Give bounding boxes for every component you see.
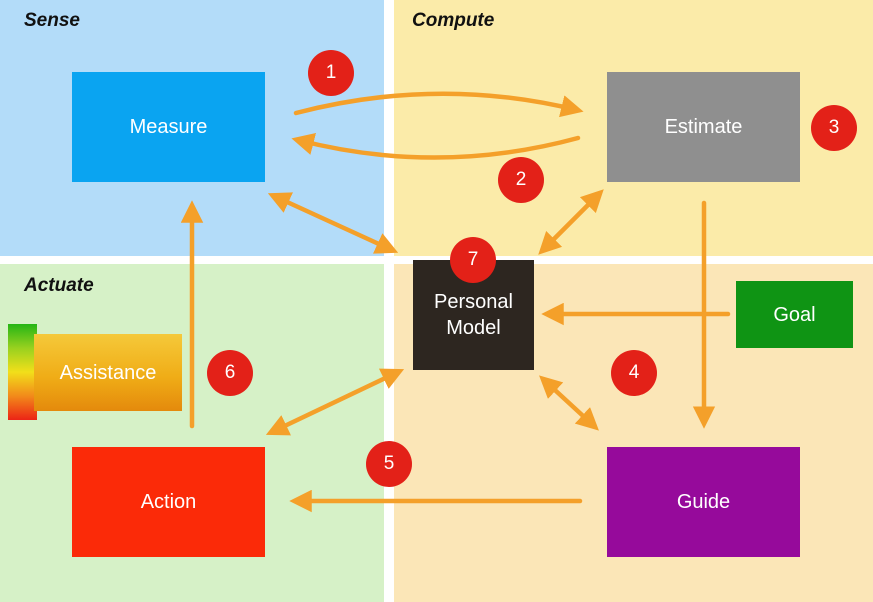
estimate-box: Estimate	[607, 72, 800, 182]
personal-model-label: Personal Model	[434, 291, 513, 339]
guide-box: Guide	[607, 447, 800, 557]
arrow-estimate-model	[538, 189, 604, 255]
measure-label: Measure	[129, 116, 208, 138]
step-badge-1: 1	[308, 50, 354, 96]
action-box: Action	[72, 447, 265, 557]
goal-label: Goal	[773, 303, 816, 326]
compute-label: Compute	[412, 10, 495, 31]
step-badge-4: 4	[611, 350, 657, 396]
actuate-label: Actuate	[24, 275, 94, 296]
sense-label: Sense	[24, 10, 80, 31]
assistance-level-gauge	[8, 324, 37, 420]
estimate-label: Estimate	[664, 116, 743, 138]
step-badge-5: 5	[366, 441, 412, 487]
step-badge-6: 6	[207, 350, 253, 396]
step-badge-3: 3	[811, 105, 857, 151]
arrow-model-action	[265, 368, 405, 436]
step-badge-7: 7	[450, 237, 496, 283]
arrow-model-guide	[539, 375, 599, 431]
arrow-measure-to-estimate	[293, 91, 584, 118]
measure-box: Measure	[72, 72, 265, 182]
assistance-box: Assistance	[34, 334, 182, 411]
goal-box: Goal	[736, 281, 853, 348]
action-label: Action	[140, 491, 197, 513]
guide-label: Guide	[676, 491, 731, 513]
arrow-estimate-to-measure	[291, 133, 581, 160]
step-badge-2: 2	[498, 157, 544, 203]
assistance-label: Assistance	[59, 361, 157, 384]
arrow-measure-model	[267, 192, 399, 254]
